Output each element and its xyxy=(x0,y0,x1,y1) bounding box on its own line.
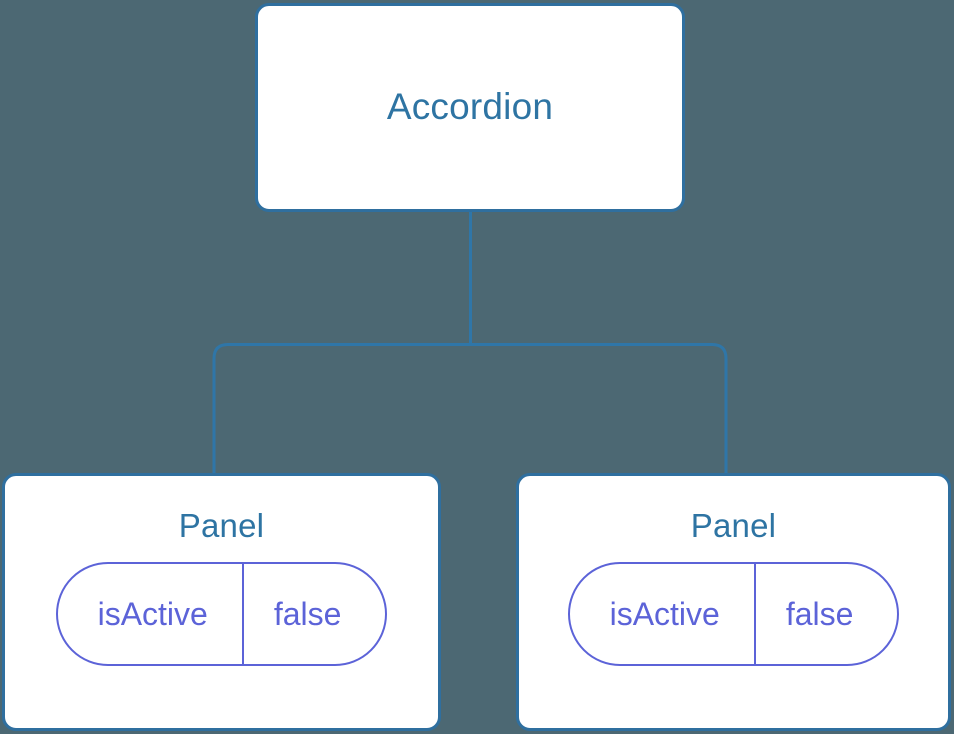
prop-key-isactive-left: isActive xyxy=(58,564,244,665)
node-title-accordion: Accordion xyxy=(386,86,554,128)
node-accordion[interactable]: Accordion xyxy=(255,3,685,212)
prop-value-isactive-left: false xyxy=(273,595,342,632)
node-panel-right[interactable]: Panel isActive false xyxy=(516,473,951,731)
node-title-panel-right: Panel xyxy=(690,507,777,544)
node-panel-left[interactable]: Panel isActive false xyxy=(2,473,441,731)
connector-branch-left xyxy=(212,343,471,478)
prop-key-isactive-right: isActive xyxy=(570,564,756,665)
connector-branch-right xyxy=(470,343,728,478)
prop-pill-isactive-right[interactable]: isActive false xyxy=(567,562,900,667)
prop-value-isactive-right: false xyxy=(785,595,854,632)
prop-pill-isactive-left[interactable]: isActive false xyxy=(55,562,388,667)
node-title-panel-left: Panel xyxy=(178,507,265,544)
